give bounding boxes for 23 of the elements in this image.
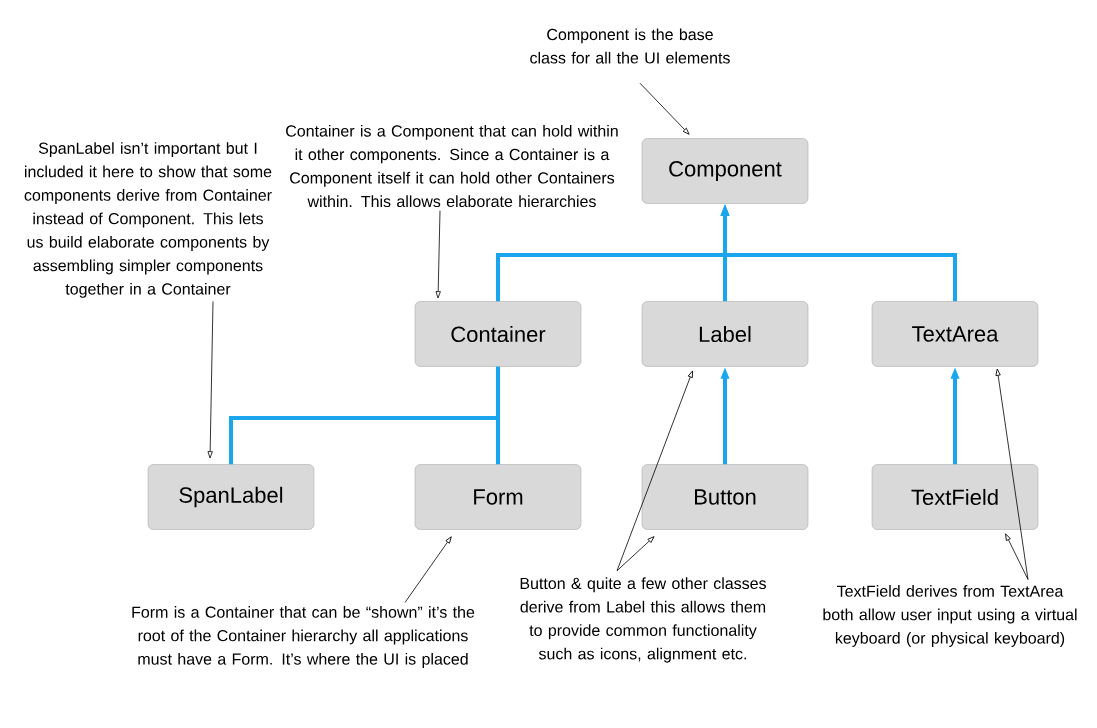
- note-text: Container is a Component that can hold within it other components. Since a Container is a Component itself it can hold other Containers within. This allows elaborate hierarchies: [286, 124, 618, 208]
- class-box: TextField: [871, 464, 1039, 530]
- class-box: Container: [414, 301, 582, 367]
- leader-line: [404, 536, 452, 603]
- leader-line: [1005, 533, 1029, 580]
- leader-line: [639, 82, 690, 135]
- class-box: SpanLabel: [147, 464, 315, 530]
- note-text: TextField derives from TextArea both allow user input using a virtual keyboard (or physical keyboard): [823, 585, 1077, 647]
- class-box: Component: [641, 138, 809, 204]
- class-box: TextArea: [871, 301, 1039, 367]
- note-text: Button & quite a few other classes derive from Label this allows them to provide common functionality such as icons, alignment etc.: [520, 577, 766, 663]
- connector-line: [496, 366, 500, 465]
- note-text: Component is the base class for all the UI elements: [530, 28, 730, 64]
- leader-line: [616, 370, 693, 572]
- leader-line: [207, 301, 214, 459]
- class-box: Label: [641, 301, 809, 367]
- leader-line: [435, 210, 441, 299]
- note-text: SpanLabel isn’t important but I included it here to show that some components derive from Container instead of Component. This lets us build elaborate components by assembling simpler components together in a Container: [24, 142, 272, 298]
- class-box: Form: [414, 464, 582, 530]
- leader-line: [995, 368, 1029, 580]
- leader-line: [616, 536, 655, 572]
- note-text: Form is a Container that can be “shown” it’s the root of the Container hierarchy all applications must have a Form. It’s where the UI is placed: [132, 606, 475, 668]
- class-box: Button: [641, 464, 809, 530]
